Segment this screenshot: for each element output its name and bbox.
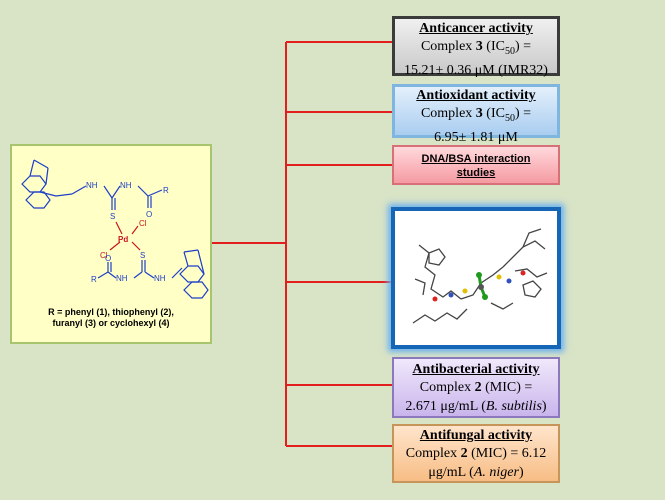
antioxidant-line1-mid: (IC xyxy=(482,106,505,121)
antifungal-complex-number: 2 xyxy=(460,446,468,461)
antibacterial-complex-number: 2 xyxy=(474,380,482,395)
crystal-structure-image xyxy=(412,228,548,324)
atom-nh-3: NH xyxy=(116,274,128,283)
anticancer-line1: Complex 3 (IC50) = xyxy=(395,37,557,61)
ligand-top-bonds xyxy=(71,185,163,210)
anticancer-complex-number: 3 xyxy=(475,39,483,54)
complex-structure-box: NH NH R O S Pd Cl Cl S NH NH R xyxy=(10,144,212,344)
atom-s-1: S xyxy=(110,212,115,221)
anticancer-line1-pre: Complex xyxy=(420,39,476,54)
antibacterial-organism: B. subtilis xyxy=(485,399,542,414)
antioxidant-box: Antioxidant activity Complex 3 (IC50) = … xyxy=(392,84,560,145)
antibacterial-line2-pre: 2.671 μg/mL ( xyxy=(405,399,486,414)
atom-o-1: O xyxy=(146,210,152,219)
atom-o-2: O xyxy=(105,254,111,263)
dna-bsa-title-line2: studies xyxy=(456,167,496,179)
antioxidant-line1-post: ) = xyxy=(514,106,532,121)
atom-cl-1: Cl xyxy=(139,219,147,228)
antioxidant-line2: 6.95± 1.81 μM xyxy=(434,129,518,145)
antibacterial-box: Antibacterial activity Complex 2 (MIC) =… xyxy=(392,357,560,418)
antioxidant-line1-pre: Complex xyxy=(420,106,476,121)
crystal-structure-box xyxy=(391,207,561,349)
anticancer-box: Anticancer activity Complex 3 (IC50) = 1… xyxy=(392,16,560,78)
atom-cl-2: Cl xyxy=(100,251,108,260)
atom-pd: Pd xyxy=(118,235,128,244)
antibacterial-line2-post: ) xyxy=(541,399,547,414)
pd-bonds xyxy=(109,221,141,251)
antifungal-line1-pre: Complex xyxy=(405,446,461,461)
antibacterial-title: Antibacterial activity xyxy=(412,362,540,377)
r-group-caption: R = phenyl (1), thiophenyl (2), furanyl … xyxy=(12,307,210,329)
anthracene-bottom xyxy=(179,249,209,299)
antibacterial-line2: 2.671 μg/mL (B. subtilis) xyxy=(394,397,558,416)
antifungal-title: Antifungal activity xyxy=(419,428,533,443)
antifungal-line1: Complex 2 (MIC) = 6.12 xyxy=(394,444,558,463)
antifungal-line1-post: (MIC) = 6.12 xyxy=(467,446,547,461)
antifungal-box: Antifungal activity Complex 2 (MIC) = 6.… xyxy=(392,424,560,483)
antioxidant-ic-subscript: 50 xyxy=(504,112,515,124)
r-group-caption-line2: furanyl (3) or cyclohexyl (4) xyxy=(52,318,170,328)
anticancer-line1-mid: (IC xyxy=(482,39,505,54)
atom-r-1: R xyxy=(163,186,169,195)
antibacterial-line1-post: (MIC) = xyxy=(481,380,533,395)
dna-bsa-title-line1: DNA/BSA interaction xyxy=(421,153,531,165)
ligand-bottom-bonds xyxy=(97,260,183,279)
antifungal-line2: μg/mL (A. niger) xyxy=(394,463,558,482)
anticancer-line2: 15.21± 0.36 μM (IMR32) xyxy=(404,62,548,78)
antibacterial-line1: Complex 2 (MIC) = xyxy=(394,378,558,397)
antifungal-line2-post: ) xyxy=(518,465,524,480)
antibacterial-line1-pre: Complex xyxy=(419,380,475,395)
atom-nh-4: NH xyxy=(154,274,166,283)
anthracene-top xyxy=(21,159,73,209)
antioxidant-title: Antioxidant activity xyxy=(416,88,536,103)
atom-r-2: R xyxy=(91,275,97,284)
atom-s-2: S xyxy=(140,251,145,260)
antioxidant-line1: Complex 3 (IC50) = xyxy=(395,104,557,128)
r-group-caption-line1: R = phenyl (1), thiophenyl (2), xyxy=(48,307,174,317)
atom-nh-2: NH xyxy=(120,181,132,190)
antifungal-line2-pre: μg/mL ( xyxy=(428,465,474,480)
complex-structure-drawing: NH NH R O S Pd Cl Cl S NH NH R xyxy=(21,159,209,299)
anticancer-ic-subscript: 50 xyxy=(504,45,515,57)
antioxidant-complex-number: 3 xyxy=(475,106,483,121)
antifungal-organism: A. niger xyxy=(473,465,519,480)
anticancer-title: Anticancer activity xyxy=(419,21,533,36)
atom-nh-1: NH xyxy=(86,181,98,190)
anticancer-line1-post: ) = xyxy=(514,39,532,54)
dna-bsa-box: DNA/BSA interaction studies xyxy=(392,145,560,185)
